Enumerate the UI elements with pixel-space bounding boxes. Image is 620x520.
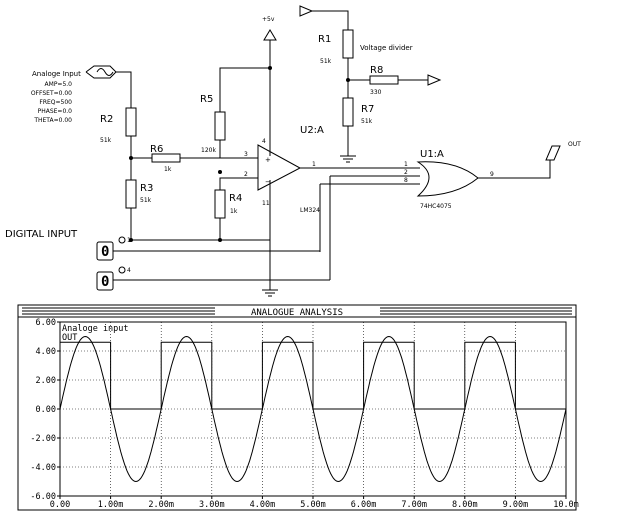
resistor-r3[interactable] [125,179,137,209]
resistor-r2[interactable] [125,107,137,137]
logic-source-2[interactable]: 0 [96,271,114,291]
gate-pin-out: 9 [490,171,494,178]
out-port-icon [545,145,561,161]
r4-name: R4 [229,193,242,204]
analysis-panel [17,304,577,511]
r6-name: R6 [150,144,163,155]
r2-name: R2 [100,114,113,125]
logic-pin-2 [118,266,126,274]
legend-entry: Analoge input [62,324,129,334]
svg-text:0: 0 [101,274,109,290]
svg-text:−: − [265,178,271,186]
r2-value: 51k [100,137,112,144]
voltage-divider-label: Voltage divider [360,44,413,52]
analogue-input-param: OFFSET=0.00 [31,90,72,97]
analogue-input-source[interactable] [85,65,117,79]
r1-name: R1 [318,34,331,45]
resistor-r5[interactable] [214,111,226,141]
r1-value: 51k [320,58,332,65]
r7-value: 51k [361,118,373,125]
x-tick-label: 10.0m [553,500,579,510]
r5-name: R5 [200,94,213,105]
r6-value: 1k [164,166,172,173]
x-tick-label: 8.00m [452,500,478,510]
r8-value: 330 [370,89,382,96]
opamp-pin-in-pos: 3 [244,151,248,158]
analogue-input-param: THETA=0.00 [33,117,72,124]
port-arrow-icon [299,5,314,17]
opamp-pin-gnd: 11 [262,200,270,207]
supply-arrow-icon [263,29,277,41]
wire [219,67,270,112]
r5-value: 120k [201,147,216,154]
x-tick-label: 3.00m [199,500,225,510]
resistor-r6[interactable] [151,153,181,163]
y-tick-label: -6.00 [30,492,56,502]
resistor-r7[interactable] [342,97,354,127]
r3-value: 51k [140,197,152,204]
ground-icon [340,155,356,163]
resistor-r1[interactable] [342,29,354,59]
opamp-pin-in-neg: 2 [244,171,248,178]
supply-label: +5v [262,16,275,23]
x-tick-label: 1.00m [98,500,124,510]
r3-name: R3 [140,183,153,194]
resistor-r8[interactable] [369,75,399,85]
gate-pin-in: 2 [404,169,408,176]
opamp-pin-out: 1 [312,161,316,168]
x-tick-label: 6.00m [351,500,377,510]
gate-pin-in: 1 [404,161,408,168]
wire [116,71,132,108]
wire [219,177,258,190]
analogue-input-param: AMP=5.0 [45,81,73,88]
r4-value: 1k [230,208,238,215]
opamp-ref: U2:A [300,125,324,136]
gate-ref: U1:A [420,149,444,160]
ground-icon [262,289,278,297]
y-tick-label: 0.00 [36,405,56,415]
x-tick-label: 2.00m [148,500,174,510]
logic-pin-label: 4 [127,267,131,274]
x-tick-label: 5.00m [300,500,326,510]
junction-dot [129,238,133,242]
gate-pin-in: 8 [404,177,408,184]
y-tick-label: -4.00 [30,463,56,473]
x-tick-label: 7.00m [401,500,427,510]
legend-entry: OUT [62,333,77,343]
analogue-input-param: FREQ=500 [39,99,72,106]
logic-pin-label: 1 [127,237,131,244]
logic-pin-1 [118,236,126,244]
opamp-part: LM324 [300,207,320,214]
x-tick-label: 9.00m [503,500,529,510]
svg-text:0: 0 [101,244,109,260]
opamp-u2a[interactable]: + − [257,144,302,191]
analogue-input-label: Analoge Input [32,70,81,78]
port-arrow-icon [427,74,442,86]
logic-source-1[interactable]: 0 [96,241,114,261]
y-tick-label: 6.00 [36,318,56,328]
digital-input-label: DIGITAL INPUT [5,229,78,240]
y-tick-label: -2.00 [30,434,56,444]
series-line-1 [59,341,566,410]
x-tick-label: 4.00m [250,500,276,510]
resistor-r4[interactable] [214,189,226,219]
opamp-pin-vcc: 4 [262,138,266,145]
junction-dot [218,170,222,174]
or-gate-u1a[interactable] [416,161,479,197]
y-tick-label: 4.00 [36,347,56,357]
wire [478,160,551,179]
x-tick-label: 0.00 [50,500,70,510]
y-tick-label: 2.00 [36,376,56,386]
gate-part: 74HC4075 [420,203,452,210]
r7-name: R7 [361,104,374,115]
r8-name: R8 [370,65,383,76]
analogue-input-param: PHASE=0.0 [38,108,73,115]
wire [312,10,349,30]
svg-text:+: + [265,156,271,164]
analysis-plot[interactable]: 0.00 1.00m 2.00m 3.00m 4.00m 5.00m 6.00m 7.00m 8… [30,318,578,510]
out-label: OUT [568,141,581,148]
analysis-title: ANALOGUE ANALYSIS [251,308,343,318]
